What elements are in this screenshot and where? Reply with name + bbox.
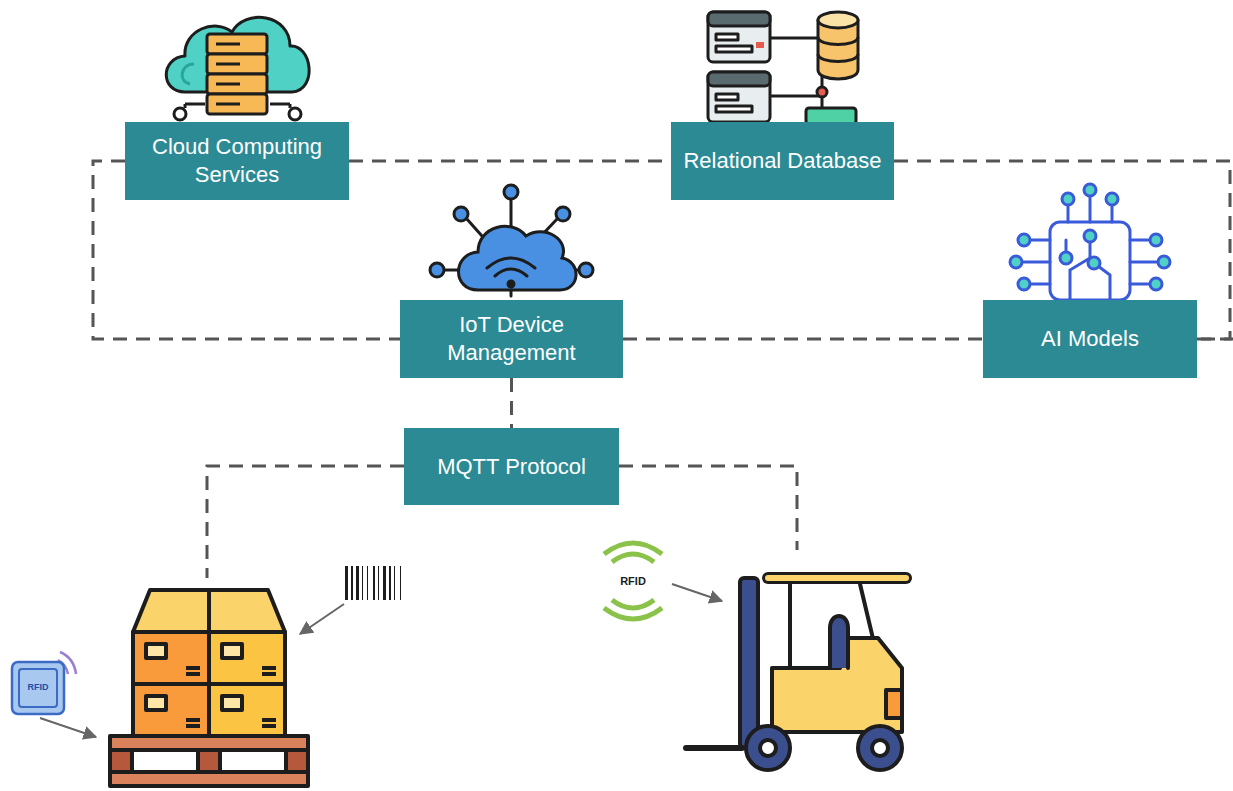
- barcode-bar: [378, 566, 379, 600]
- box-label: MQTT Protocol: [427, 453, 596, 481]
- dashed-connector: [349, 160, 671, 163]
- pointer-arrow: [672, 584, 722, 601]
- cloud-box: Cloud Computing Services: [125, 122, 349, 200]
- cloud-server-icon: [166, 17, 309, 120]
- dashed-link: [207, 466, 404, 578]
- pointer-arrow: [40, 718, 96, 737]
- barcode-bar: [373, 566, 375, 600]
- protocol-box: MQTT Protocol: [404, 428, 619, 505]
- dashed-connector: [510, 378, 513, 428]
- barcode-bar: [389, 566, 391, 600]
- barcode-bar: [345, 566, 348, 600]
- tag-label: RFID: [26, 683, 51, 693]
- rfid-tag: [12, 652, 76, 714]
- dashed-stub: [1197, 338, 1233, 341]
- database-icon: [708, 12, 858, 124]
- ai-chip-icon: [1010, 184, 1170, 300]
- rfid-signal: [604, 543, 662, 619]
- box-label: Relational Database: [673, 147, 891, 175]
- pallet-boxes: [110, 590, 308, 786]
- barcode-bar: [400, 566, 401, 600]
- iot-cloud-icon: [430, 185, 593, 296]
- dashed-connector: [623, 338, 983, 341]
- box-label: IoT Device Management: [400, 311, 623, 367]
- forklift: [686, 578, 906, 770]
- tag-label: RFID: [618, 575, 648, 587]
- barcode-bar: [351, 566, 353, 600]
- iot-box: IoT Device Management: [400, 300, 623, 378]
- box-label: Cloud Computing Services: [125, 133, 349, 189]
- barcode-bar: [394, 566, 395, 600]
- dashed-link: [619, 466, 797, 550]
- ai-box: AI Models: [983, 300, 1197, 378]
- barcode-bar: [356, 566, 359, 600]
- barcode: [345, 566, 401, 600]
- box-label: AI Models: [1031, 325, 1149, 353]
- barcode-bar: [367, 566, 368, 600]
- barcode-bar: [362, 566, 363, 600]
- pointer-arrow: [300, 604, 344, 634]
- barcode-bar: [383, 566, 386, 600]
- database-box: Relational Database: [671, 122, 894, 200]
